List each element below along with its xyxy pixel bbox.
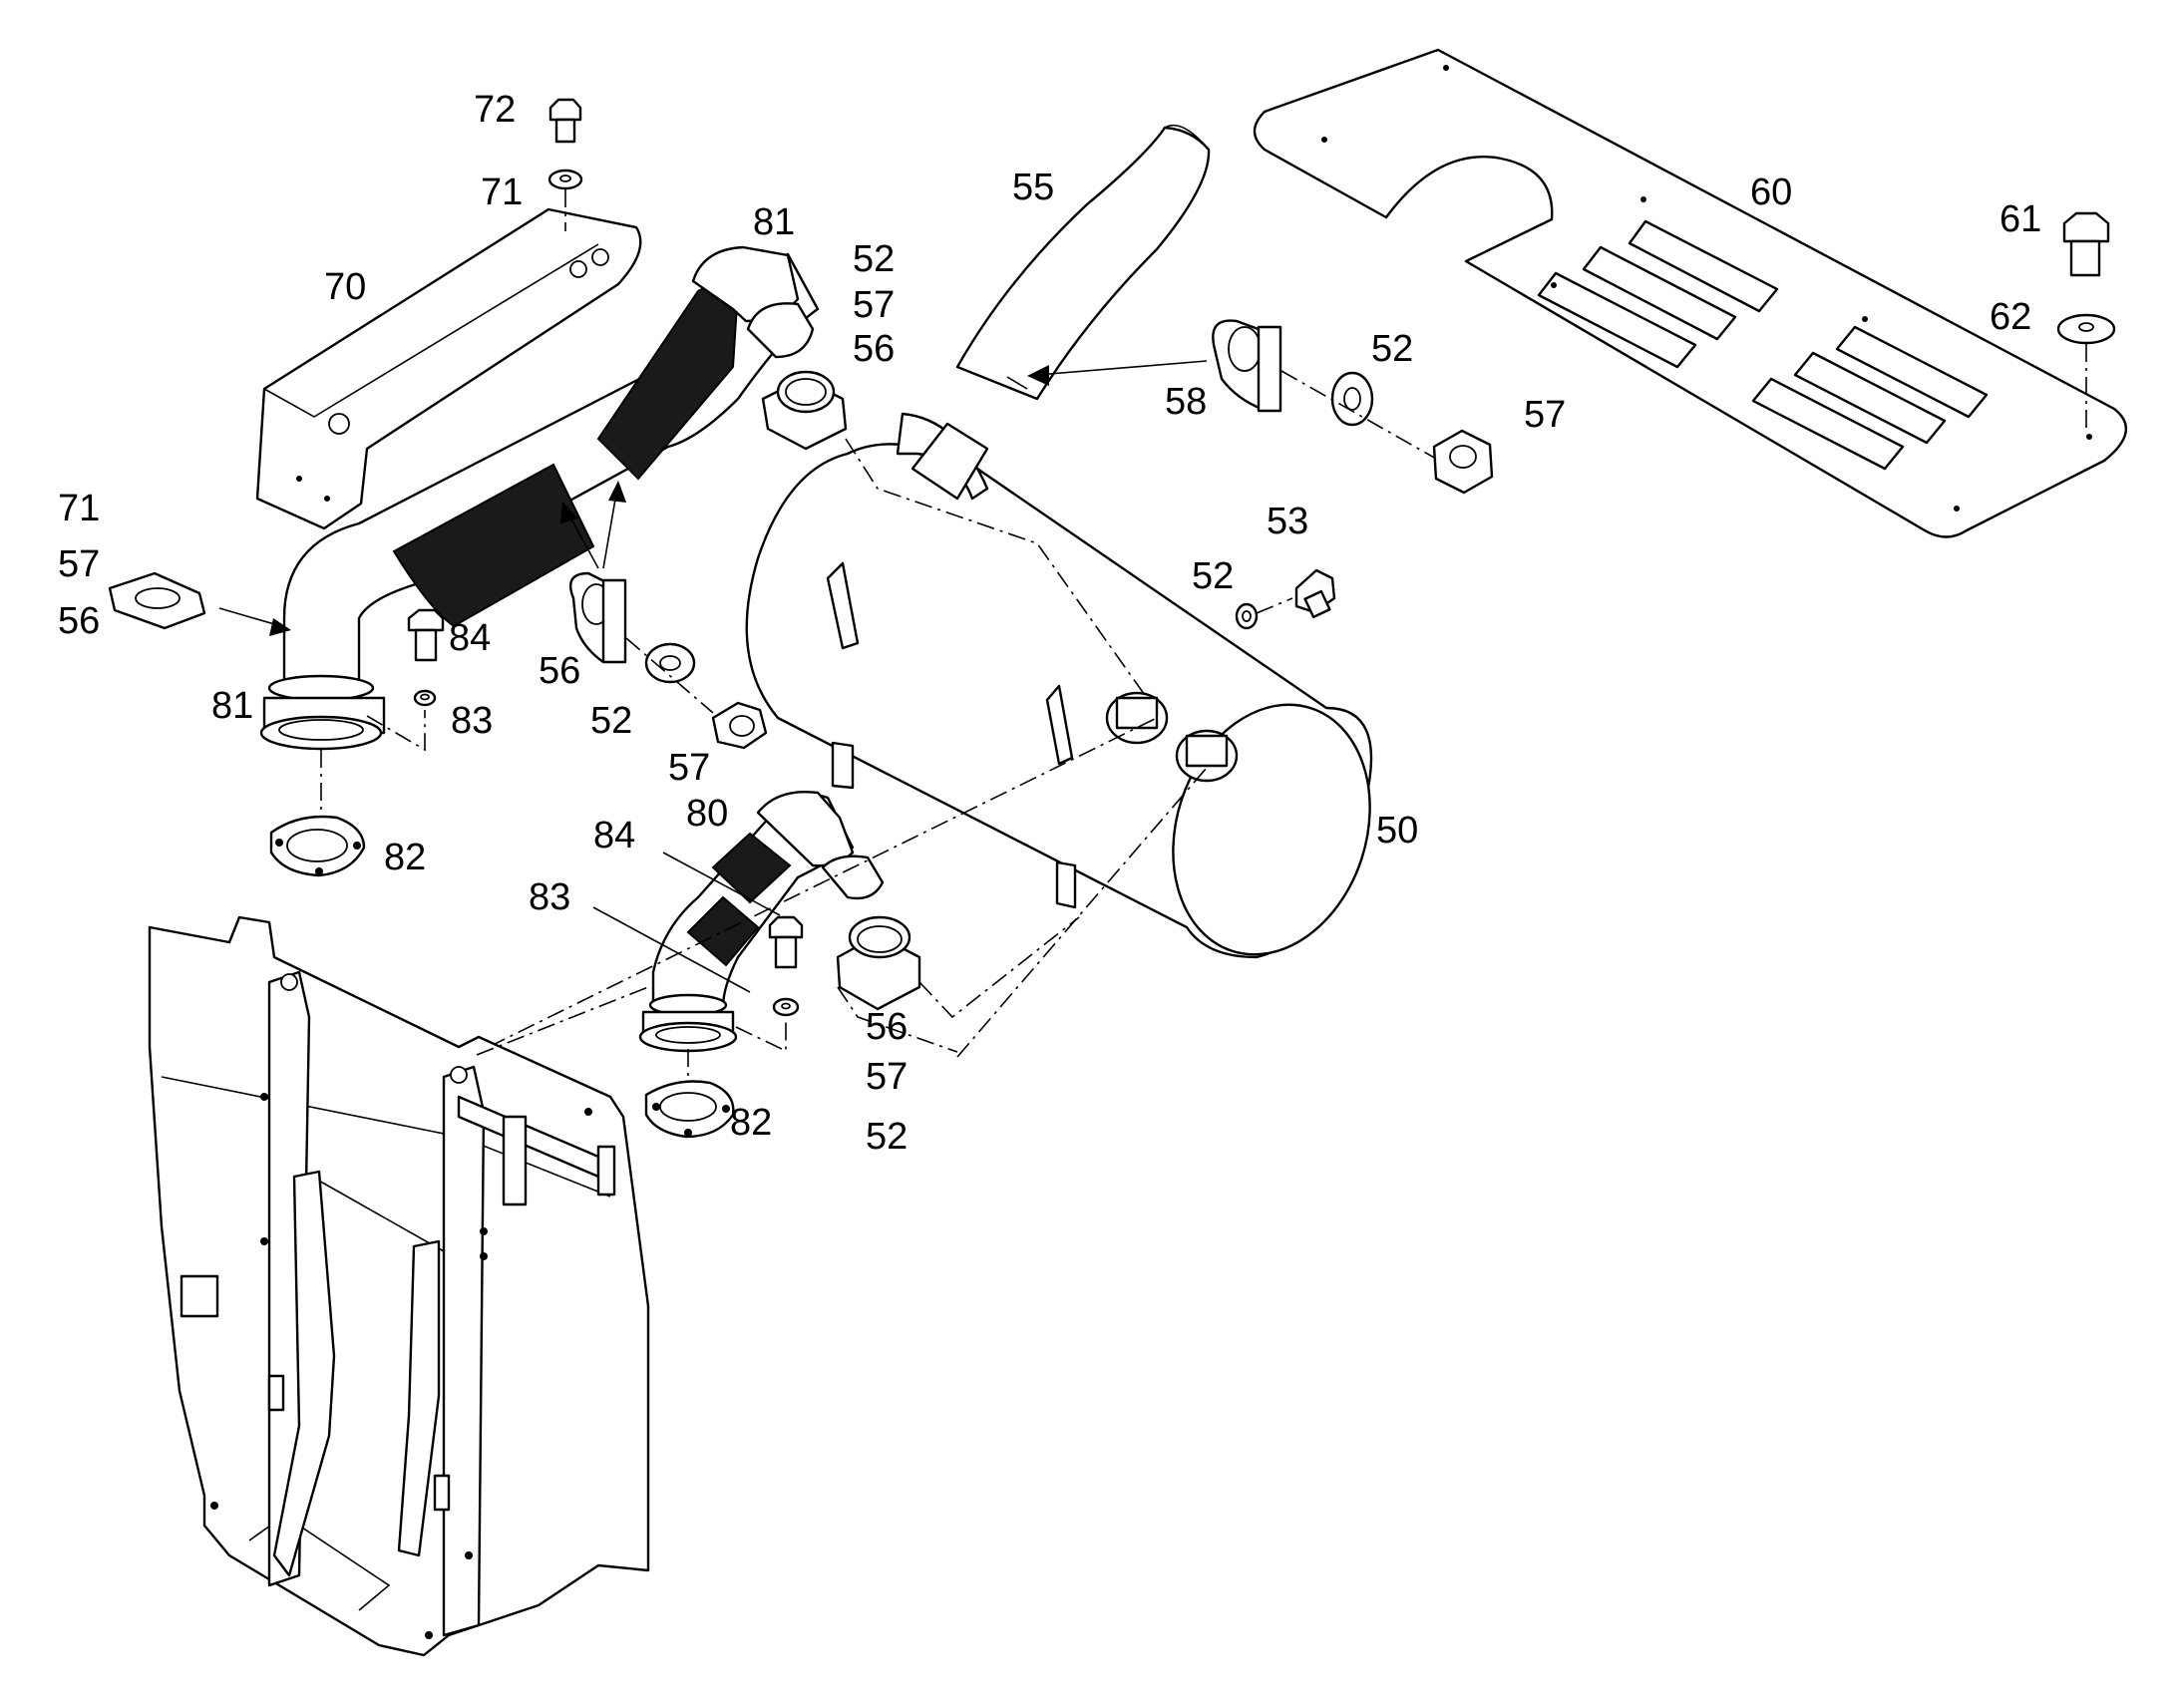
label-56-top: 56 [853,328,895,370]
label-81-left: 81 [211,685,253,727]
label-50: 50 [1376,810,1418,852]
label-52-right: 52 [1192,555,1234,597]
bolt-72 [548,98,582,144]
label-61: 61 [1999,198,2041,240]
label-52-lower: 52 [866,1116,908,1158]
upper-pipe-81 [259,245,820,751]
label-58: 58 [1165,381,1207,423]
label-83-left: 83 [451,700,493,742]
clamp-56-middle [568,571,627,664]
label-52-right-top: 52 [1371,328,1413,370]
label-84-lower: 84 [593,815,635,856]
gasket-82-lower [644,1080,735,1139]
support-frame [148,915,650,1657]
label-57-lower: 57 [866,1056,908,1098]
label-52-top: 52 [853,238,895,280]
gasket-82-left [269,815,366,877]
washer-83-lower [772,997,800,1017]
washer-62 [2056,313,2116,345]
washer-71 [547,169,583,190]
bolt-84-lower [768,915,804,969]
nut-57-top [1432,429,1494,495]
label-81-top: 81 [753,201,795,243]
heat-shield-plate [1253,48,2128,538]
bracket-70 [255,207,642,530]
label-62: 62 [1990,296,2031,338]
washer-83-left [413,689,437,707]
label-70: 70 [324,266,366,308]
clamp-left [108,571,206,630]
label-84-left: 84 [449,617,491,659]
bolt-61 [2062,211,2110,277]
label-80: 80 [686,793,728,835]
label-56-left: 56 [58,600,100,642]
label-57-right-top: 57 [1524,394,1566,436]
label-71-left: 71 [58,488,100,529]
tail-pipe-55 [955,124,1211,401]
label-72: 72 [474,89,516,131]
label-57-top: 57 [853,284,895,326]
label-53: 53 [1267,501,1308,542]
label-83-lower: 83 [529,876,570,918]
lower-pipe-80 [638,791,885,1053]
washer-52-middle [644,642,696,684]
label-57-left: 57 [58,543,100,585]
part-labels: 72 71 70 81 52 57 56 55 60 61 62 58 52 5… [58,89,2041,1158]
muffler-50 [745,412,1373,959]
clamp-upper [761,370,848,451]
label-82-left: 82 [384,837,426,878]
nut-57-middle [711,701,768,750]
bolt-84-left [407,608,445,662]
clamp-lower [836,915,921,1011]
label-60: 60 [1750,171,1792,213]
label-55: 55 [1012,167,1054,208]
label-56-lower: 56 [866,1006,908,1048]
label-52-middle: 52 [590,700,632,742]
label-57-middle: 57 [668,747,710,789]
clamp-58 [1212,319,1282,413]
bolt-53 [1294,568,1336,619]
label-82-lower: 82 [730,1102,772,1144]
washer-52-right [1235,602,1259,630]
label-56-middle: 56 [539,650,580,692]
label-71-top: 71 [481,171,523,213]
washer-52-top [1330,371,1374,427]
